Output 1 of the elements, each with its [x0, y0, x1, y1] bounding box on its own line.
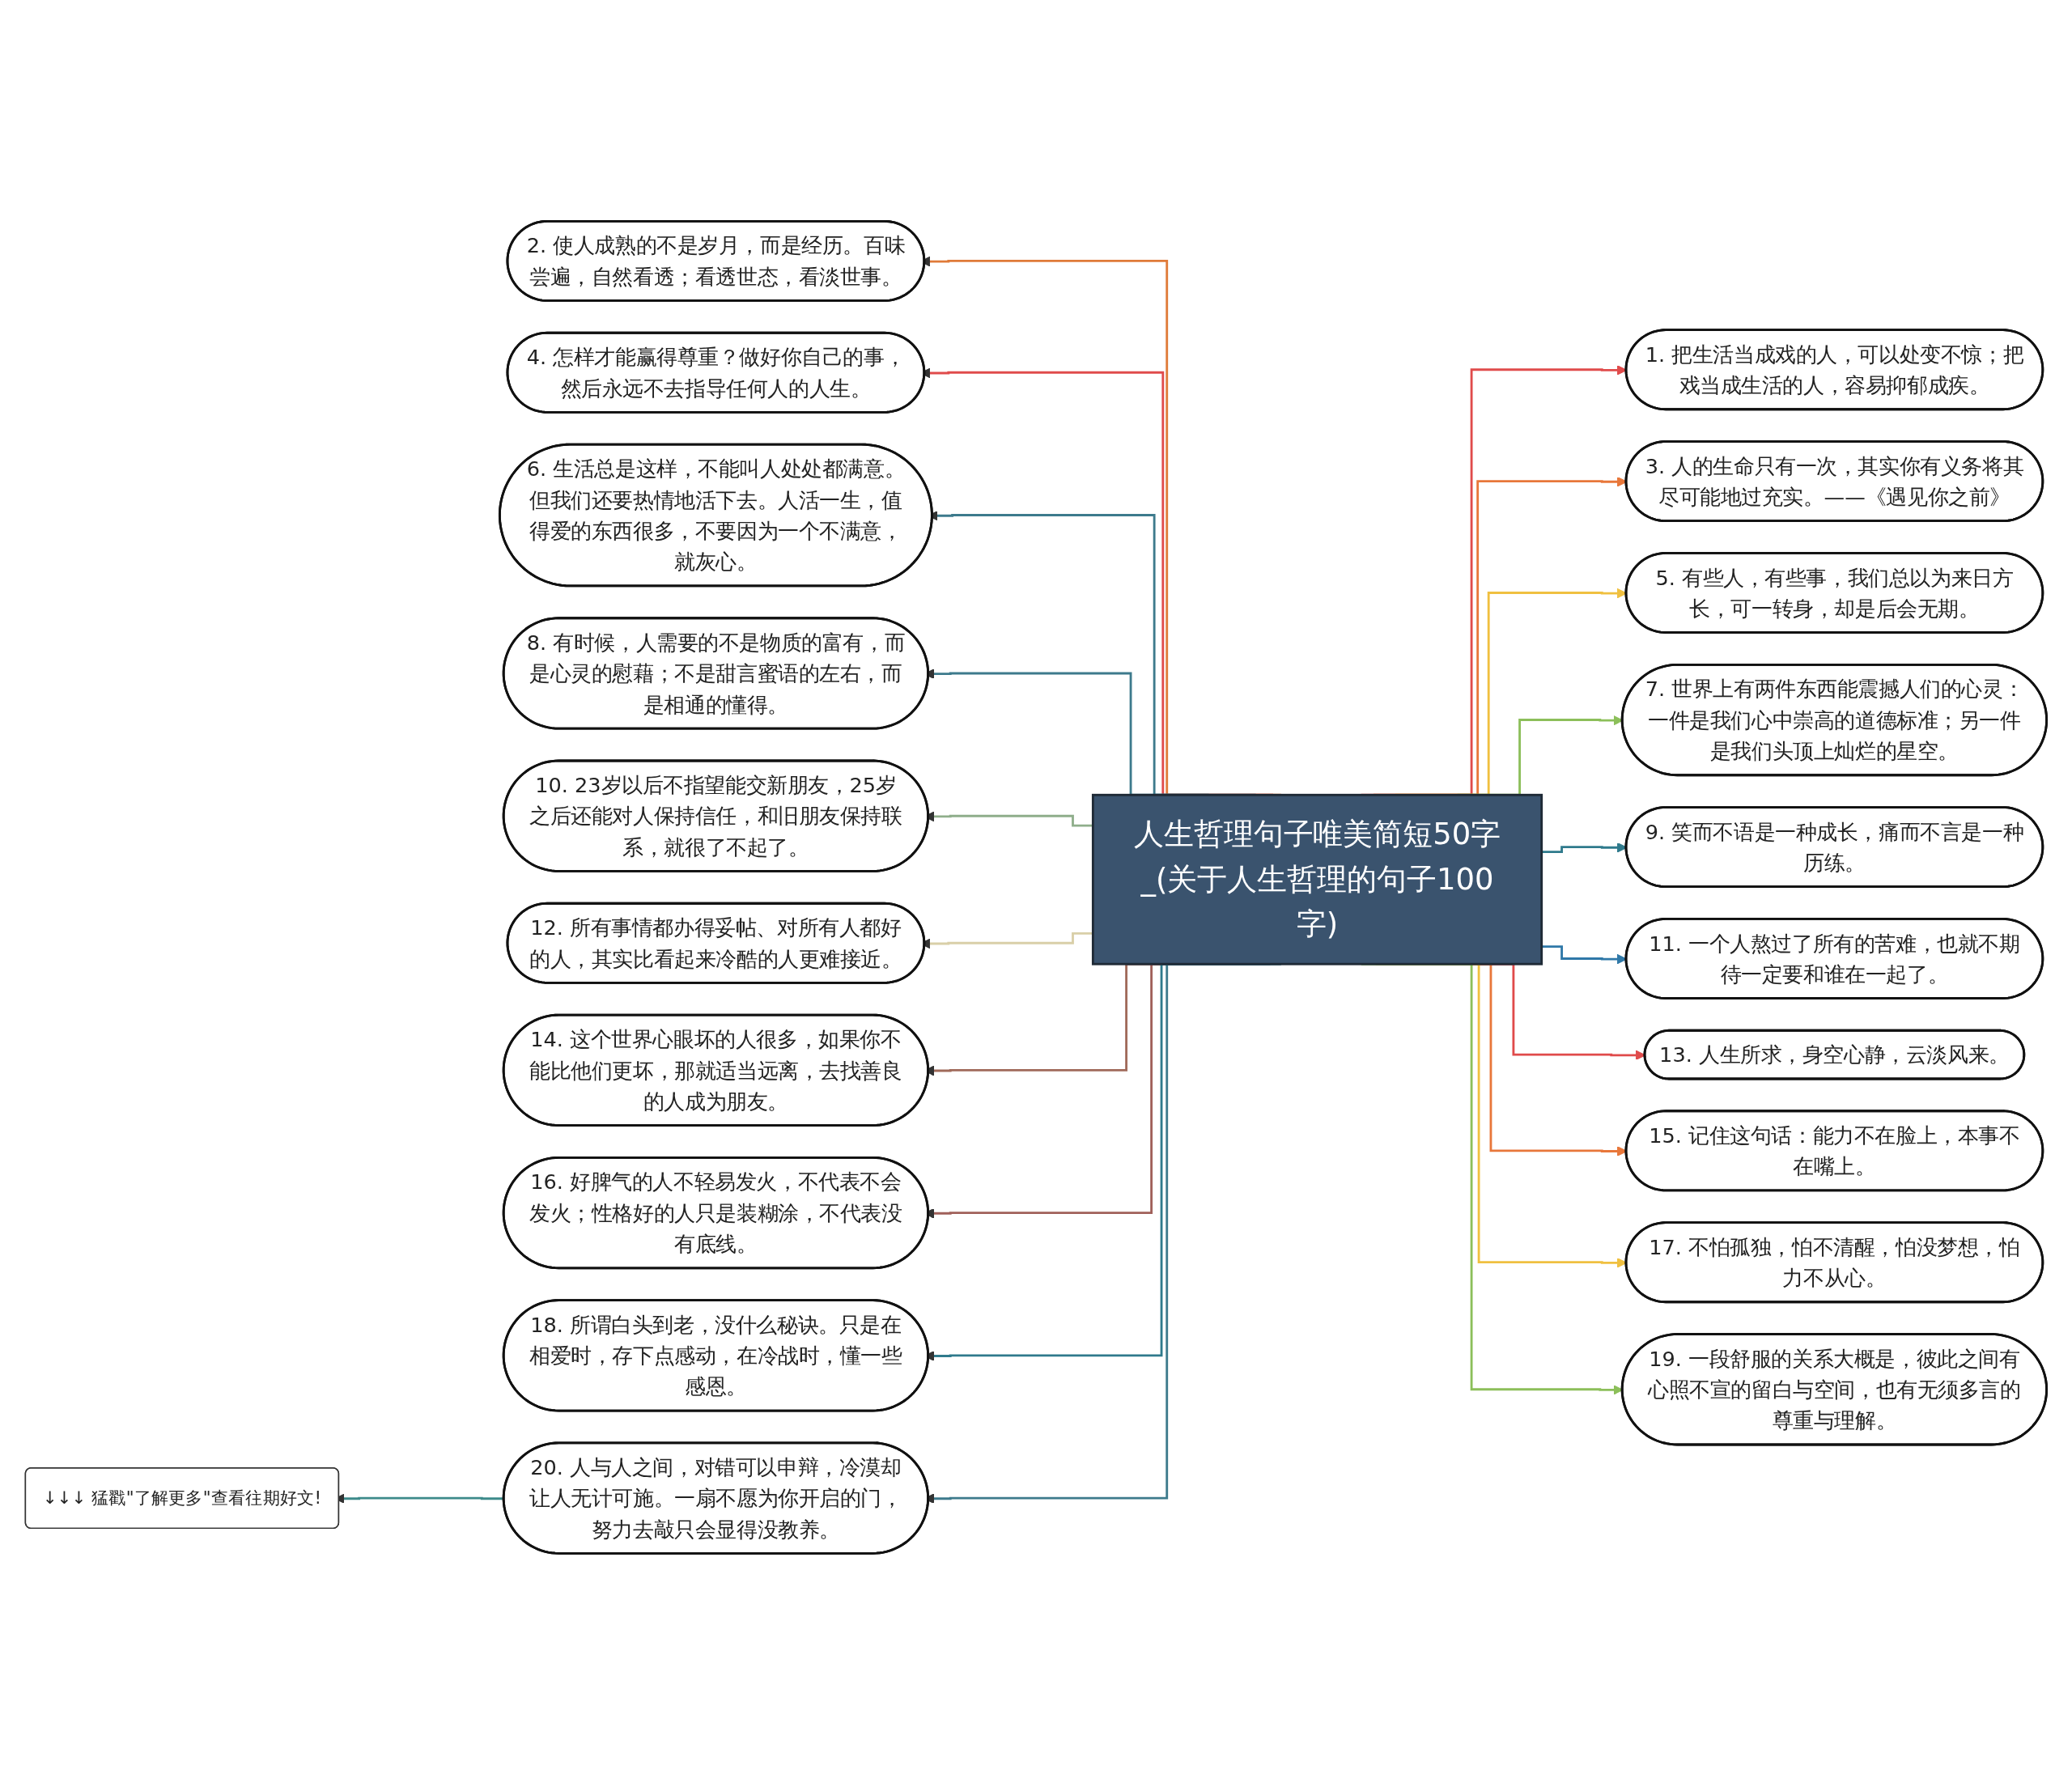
node-box: 人生哲理句子唯美简短50字_(关于人生哲理的句子100字): [1091, 793, 1543, 966]
